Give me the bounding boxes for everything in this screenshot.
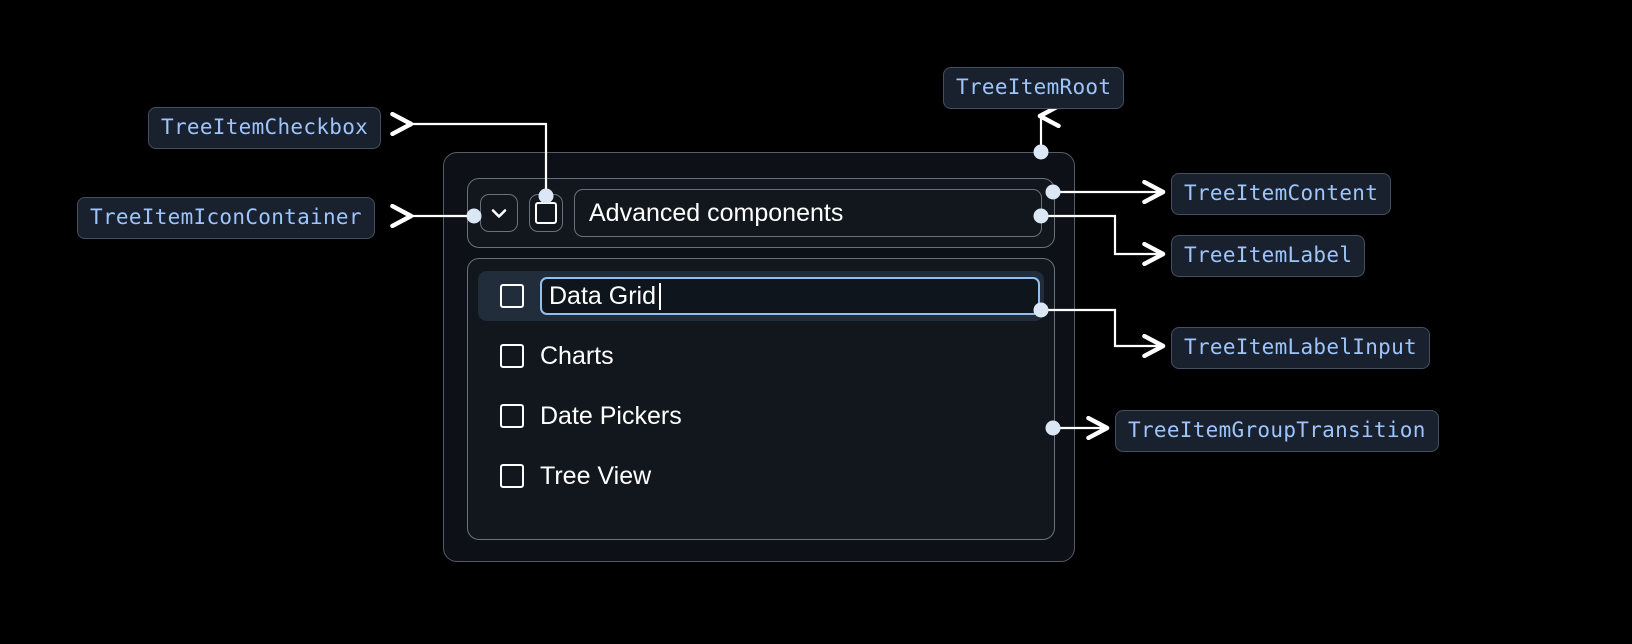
tree-item-checkbox[interactable] [500, 284, 524, 308]
tree-item-checkbox[interactable] [500, 464, 524, 488]
tree-item-group-transition: Data Grid Charts Date Pickers Tree View [467, 258, 1055, 540]
tree-item-checkbox[interactable] [500, 344, 524, 368]
tree-item-content[interactable]: Advanced components [467, 178, 1055, 248]
annotation-tree-item-root: TreeItemRoot [943, 67, 1125, 109]
list-item[interactable]: Tree View [478, 451, 1044, 501]
list-item[interactable]: Date Pickers [478, 391, 1044, 441]
tree-item-root[interactable]: Advanced components Data Grid Charts Dat… [443, 152, 1075, 562]
label-input-value: Data Grid [549, 281, 656, 310]
annotation-tree-item-content: TreeItemContent [1171, 173, 1392, 215]
tree-item-checkbox[interactable] [500, 404, 524, 428]
tree-item-label-input[interactable]: Data Grid [540, 277, 1040, 315]
annotation-tree-item-label: TreeItemLabel [1171, 235, 1366, 277]
tree-item-checkbox[interactable] [529, 194, 563, 232]
annotation-tree-item-checkbox: TreeItemCheckbox [148, 107, 382, 149]
list-item[interactable]: Charts [478, 331, 1044, 381]
tree-item-label[interactable]: Date Pickers [540, 401, 682, 430]
tree-item-label[interactable]: Tree View [540, 461, 652, 490]
list-item[interactable]: Data Grid [478, 271, 1044, 321]
annotation-tree-item-group-transition: TreeItemGroupTransition [1115, 410, 1439, 452]
annotation-tree-item-icon-container: TreeItemIconContainer [77, 197, 375, 239]
text-caret [658, 282, 661, 310]
tree-item-label[interactable]: Charts [540, 341, 614, 370]
tree-item-label[interactable]: Advanced components [574, 189, 1042, 237]
checkbox-box [535, 202, 557, 224]
chevron-down-icon [491, 209, 507, 218]
tree-item-icon-container[interactable] [480, 194, 518, 232]
annotation-tree-item-label-input: TreeItemLabelInput [1171, 327, 1430, 369]
